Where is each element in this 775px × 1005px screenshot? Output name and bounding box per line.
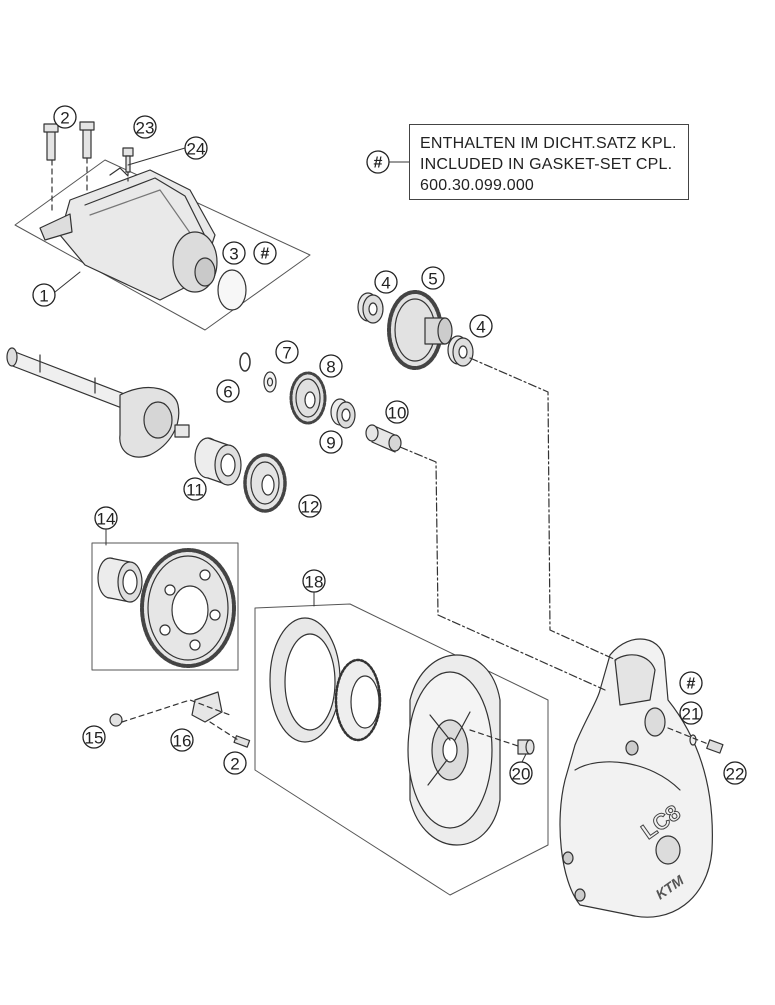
callout-24-label: 24 xyxy=(187,140,206,159)
callout-2a xyxy=(53,105,77,129)
idler-gear-5 xyxy=(387,290,453,370)
callout-20-label: 20 xyxy=(512,765,531,784)
callout-5 xyxy=(421,266,445,290)
large-starter-gear xyxy=(140,548,236,668)
hash-cover-circle xyxy=(679,671,703,695)
ignition-cover xyxy=(559,638,713,918)
callout-4a xyxy=(374,270,398,294)
callout-12-label: 12 xyxy=(301,498,320,517)
callout-14-label: 14 xyxy=(97,510,116,529)
circlip-6 xyxy=(239,352,251,372)
hash-starter-label: # xyxy=(261,246,270,263)
holder-16 xyxy=(191,691,223,723)
bearing-4-left xyxy=(357,292,384,324)
callout-9 xyxy=(319,430,343,454)
screw-15 xyxy=(109,713,123,727)
callout-4b-label: 4 xyxy=(476,318,485,337)
callout-21 xyxy=(679,701,703,725)
starter-motor xyxy=(39,167,218,301)
washer-21 xyxy=(689,734,697,746)
callout-20 xyxy=(509,761,533,785)
starter-o-ring xyxy=(217,269,247,311)
washer-7 xyxy=(263,371,277,393)
callout-12 xyxy=(298,494,322,518)
callout-6 xyxy=(216,379,240,403)
callout-18-label: 18 xyxy=(305,573,324,592)
callout-4a-label: 4 xyxy=(381,274,390,293)
callout-9-label: 9 xyxy=(326,434,335,453)
note-line-1: ENTHALTEN IM DICHT.SATZ KPL. xyxy=(420,135,677,152)
freewheel-cage xyxy=(334,658,382,742)
callout-11 xyxy=(183,477,207,501)
large-gear-frame xyxy=(91,542,239,671)
callout-21-label: 21 xyxy=(682,705,701,724)
leader-lines xyxy=(54,147,527,763)
bearing-4-right xyxy=(447,335,474,367)
callout-7-label: 7 xyxy=(282,344,291,363)
callout-2b xyxy=(223,751,247,775)
rotor-bolt xyxy=(517,739,535,755)
terminal-nut xyxy=(122,147,134,173)
callout-23-label: 23 xyxy=(136,119,155,138)
hash-note-label: # xyxy=(374,155,383,172)
axis-line-gear5 xyxy=(469,357,617,661)
callout-8-label: 8 xyxy=(326,358,335,377)
callout-22 xyxy=(723,761,747,785)
callout-10 xyxy=(385,400,409,424)
starter-shaft xyxy=(6,347,190,458)
intermediate-gear-8 xyxy=(289,371,327,425)
callout-5-label: 5 xyxy=(428,270,437,289)
callout-23 xyxy=(133,115,157,139)
axis-line-sleeve10 xyxy=(399,446,606,691)
callout-22-label: 22 xyxy=(726,765,745,784)
note-line-2: INCLUDED IN GASKET-SET CPL. xyxy=(420,156,673,173)
hash-cover-label: # xyxy=(687,676,696,693)
callout-2a-label: 2 xyxy=(60,109,69,128)
callout-7 xyxy=(275,340,299,364)
sleeve-10 xyxy=(365,424,402,453)
rotor-group-frame xyxy=(254,603,549,896)
rotor-group xyxy=(254,603,549,896)
callout-15 xyxy=(82,725,106,749)
callout-11-label: 11 xyxy=(186,481,204,500)
callout-2b-label: 2 xyxy=(230,755,239,774)
note-line-3: 600.30.099.000 xyxy=(420,177,535,194)
callout-15-label: 15 xyxy=(85,729,104,748)
callout-16-label: 16 xyxy=(173,732,192,751)
needle-bearing-9 xyxy=(330,398,356,429)
callout-3-label: 3 xyxy=(229,245,238,264)
bolt-2-lower xyxy=(233,735,251,748)
callout-1 xyxy=(32,283,56,307)
freewheel-ring xyxy=(269,617,341,743)
starter-group-frame xyxy=(14,159,311,331)
bearing-sleeve xyxy=(97,557,143,603)
callout-6-label: 6 xyxy=(223,383,232,402)
rotor xyxy=(407,654,501,846)
callout-1-label: 1 xyxy=(39,287,48,306)
callout-8 xyxy=(319,354,343,378)
callout-10-label: 10 xyxy=(388,404,407,423)
gear-12 xyxy=(243,453,287,513)
needle-bearing-11 xyxy=(194,437,242,486)
callout-4b xyxy=(469,314,493,338)
callout-3 xyxy=(222,241,246,265)
large-gear-group xyxy=(91,542,239,671)
gasket-set-note: ENTHALTEN IM DICHT.SATZ KPL. INCLUDED IN… xyxy=(409,124,689,200)
hash-starter-circle xyxy=(253,241,277,265)
callout-16 xyxy=(170,728,194,752)
cover-bolt-22 xyxy=(706,739,724,754)
callout-circles xyxy=(32,105,747,785)
starter-motor-group xyxy=(14,121,311,331)
